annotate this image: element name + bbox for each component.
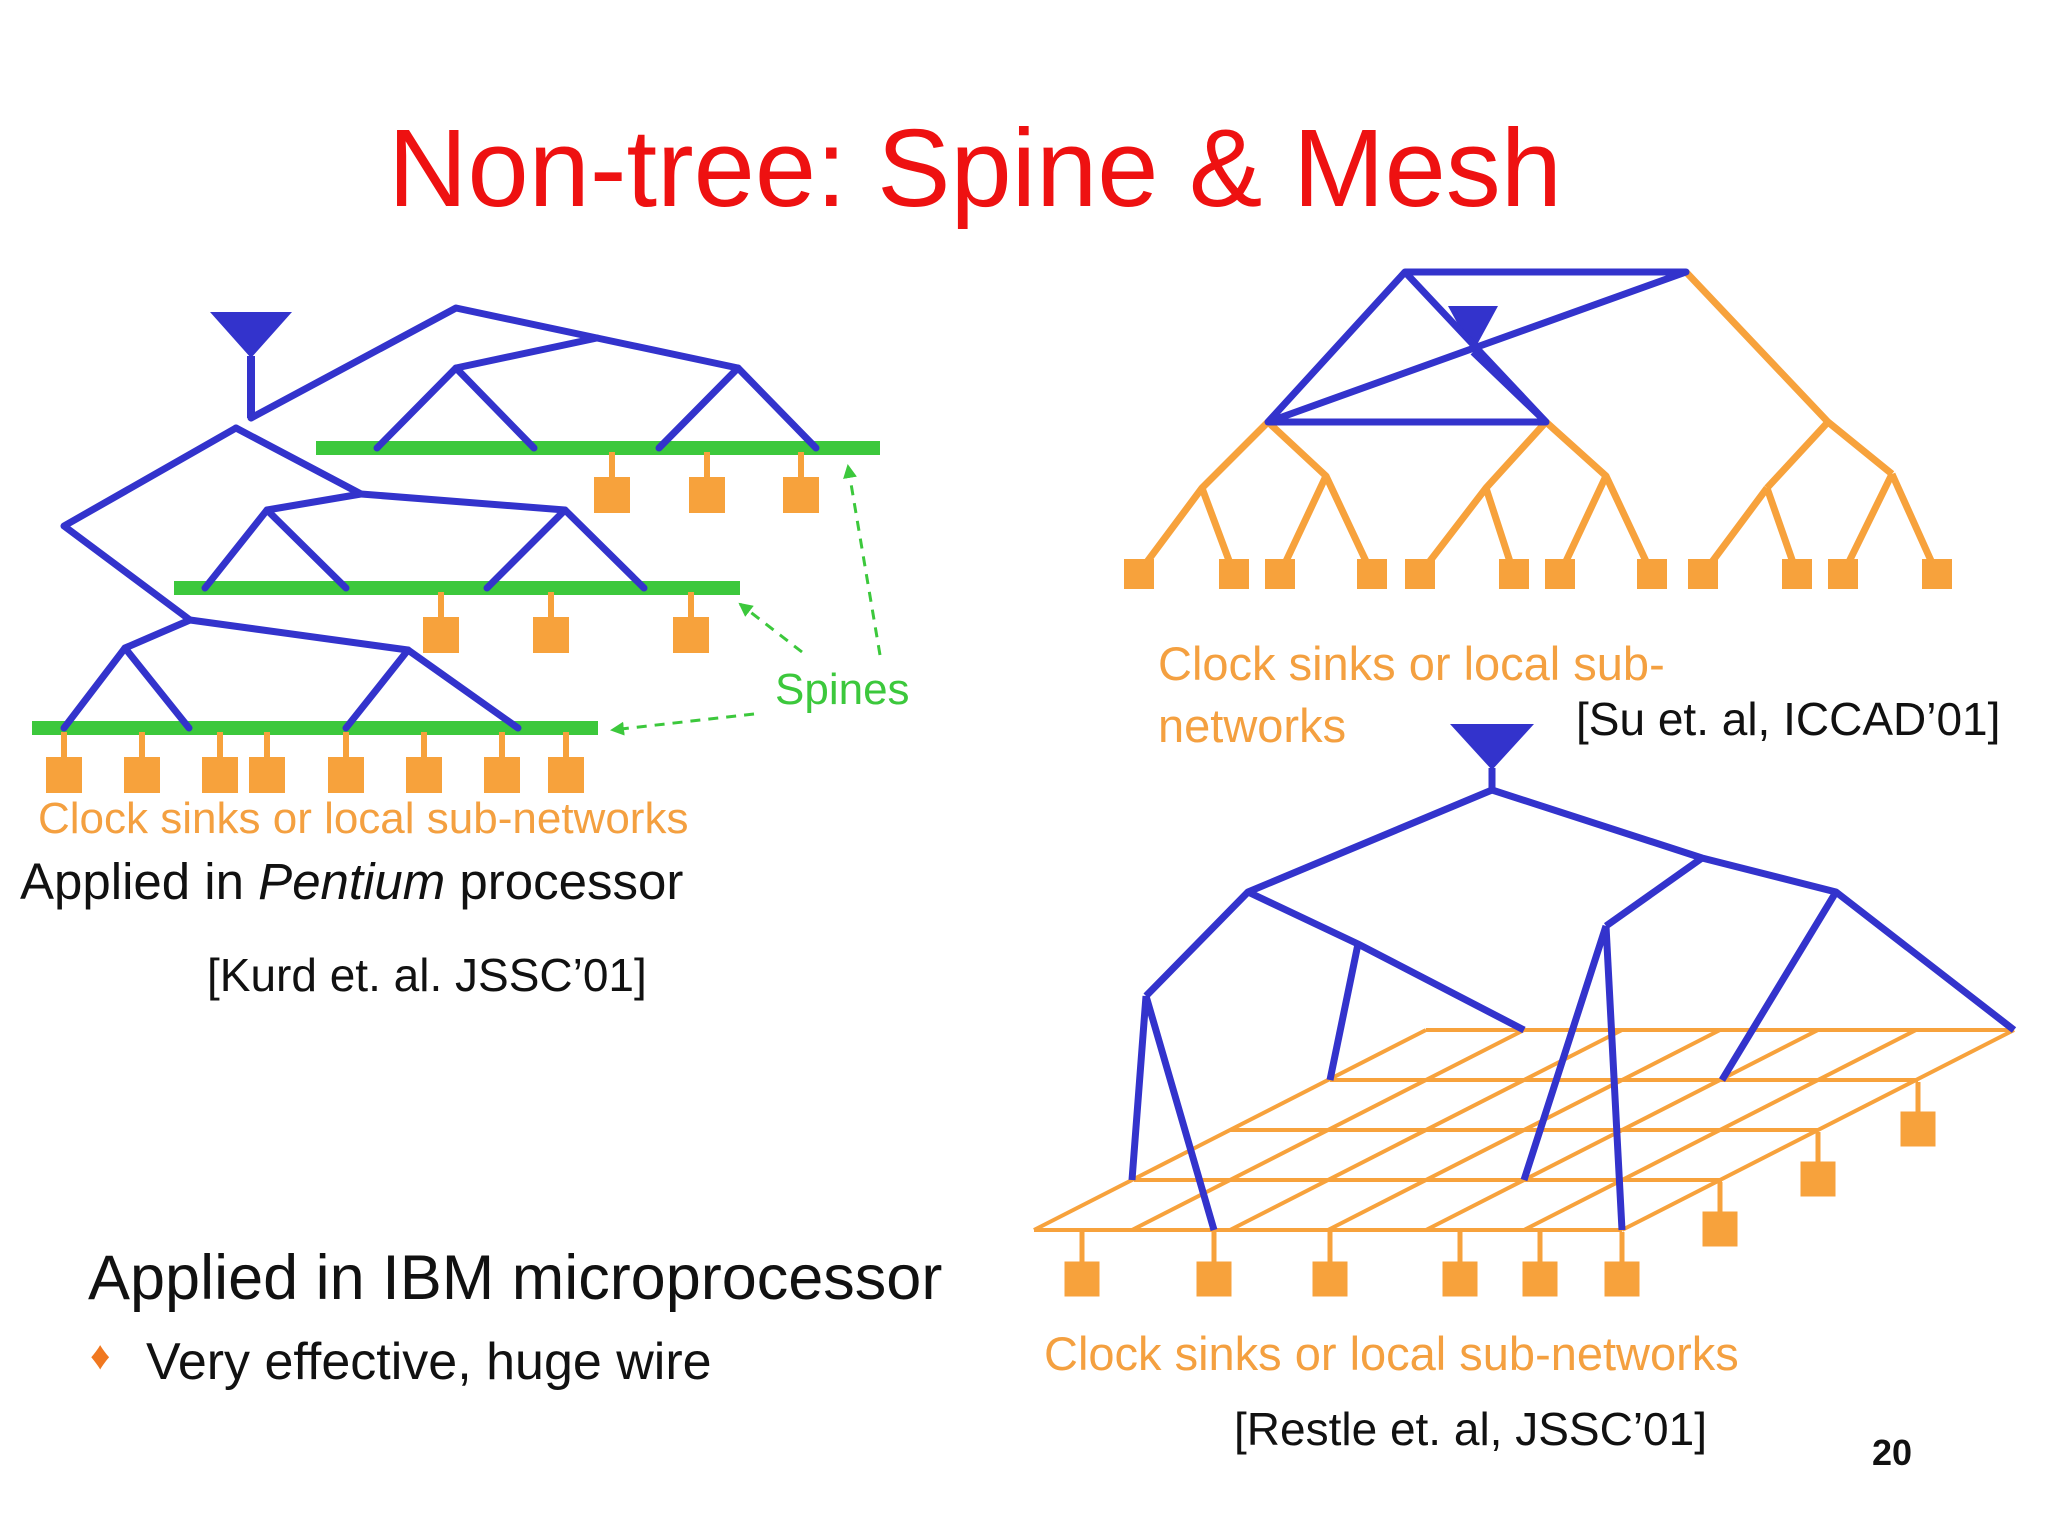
tree-sinks	[1124, 559, 1952, 589]
page-number: 20	[1872, 1432, 1913, 1473]
spine-pointer-arrows	[610, 464, 882, 736]
ibm-bullet-text: Very effective, huge wire	[146, 1333, 712, 1391]
ibm-applied-text: Applied in IBM microprocessor	[88, 1243, 943, 1313]
bullet-diamond-icon: ♦	[90, 1334, 111, 1378]
spine-sinks-label: Clock sinks or local sub-networks	[38, 794, 689, 843]
spine-tree	[60, 304, 820, 732]
mesh-source-icon	[1450, 724, 1534, 790]
mesh-sinks	[1064, 1082, 1936, 1297]
clock-source-icon	[210, 312, 292, 418]
orange-subtrees	[1135, 269, 1941, 577]
page-title: Non-tree: Spine & Mesh	[388, 107, 1562, 230]
mesh-sinks-label: Clock sinks or local sub-networks	[1044, 1327, 1739, 1380]
kurd-citation: [Kurd et. al. JSSC’01]	[207, 949, 647, 1001]
spines-label: Spines	[775, 665, 910, 714]
pentium-suffix: processor	[445, 853, 684, 910]
tree-sinks-label-line1: Clock sinks or local sub-	[1158, 637, 1665, 690]
tree-source-icon	[1448, 306, 1498, 352]
mesh-driver-tree	[1128, 786, 2017, 1231]
tree-sinks-label-line2: networks	[1158, 699, 1347, 752]
restle-citation: [Restle et. al, JSSC’01]	[1234, 1403, 1707, 1455]
pentium-applied-text: Applied in Pentium processor	[20, 852, 683, 911]
pentium-prefix: Applied in	[20, 853, 259, 910]
spine-sinks	[46, 452, 819, 793]
pentium-emphasis: Pentium	[258, 853, 446, 910]
mesh-grid	[1033, 1028, 2015, 1232]
su-citation: [Su et. al, ICCAD’01]	[1576, 693, 2001, 745]
crosslink-tree-diagram	[1124, 268, 1952, 589]
spine-diagram	[32, 304, 882, 793]
crosslink-wires	[1264, 268, 1690, 426]
mesh-diagram	[1033, 724, 2017, 1297]
